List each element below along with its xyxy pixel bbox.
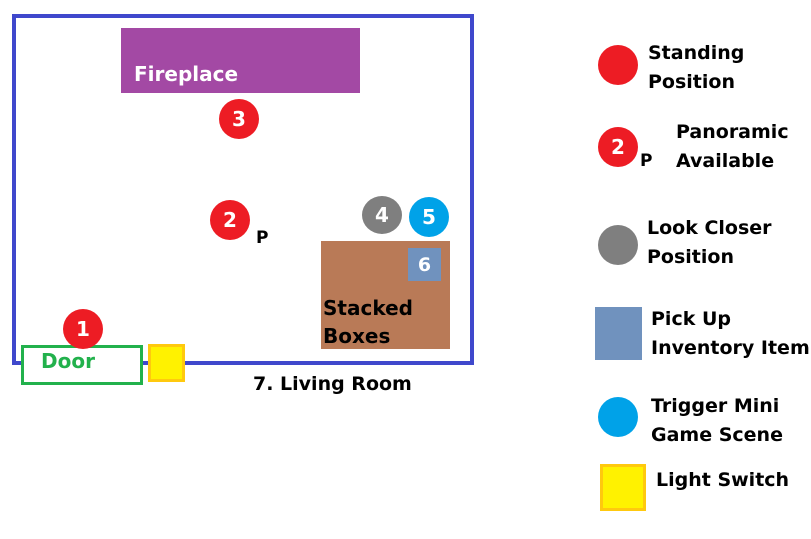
stacked-boxes-label-line1: Stacked xyxy=(323,296,413,320)
stacked-boxes-label-line2: Boxes xyxy=(323,324,391,348)
legend-panoramic-icon: 2 xyxy=(598,127,638,167)
marker-4-look-closer[interactable]: 4 xyxy=(362,196,402,234)
legend-standing-label: Standing Position xyxy=(648,39,744,97)
legend-mini-game-icon xyxy=(598,397,638,437)
legend-panoramic-number: 2 xyxy=(611,135,625,159)
legend-mini-game-label: Trigger Mini Game Scene xyxy=(651,392,783,450)
legend-look-closer-label: Look Closer Position xyxy=(647,214,772,272)
legend-pick-up-label: Pick Up Inventory Item xyxy=(651,305,810,363)
legend-light-switch-label: Light Switch xyxy=(656,469,790,491)
marker-2-panoramic-suffix: P xyxy=(256,228,269,248)
marker-3-number: 3 xyxy=(232,107,246,131)
door-label: Door xyxy=(41,349,95,373)
marker-6-number: 6 xyxy=(417,253,432,276)
fireplace xyxy=(121,28,360,93)
living-room-outline xyxy=(12,14,474,365)
legend-light-switch-icon xyxy=(600,464,646,511)
legend-look-closer-line1: Look Closer xyxy=(647,217,772,239)
marker-3-standing-position[interactable]: 3 xyxy=(219,99,259,139)
door xyxy=(21,345,143,385)
marker-2-number: 2 xyxy=(223,208,237,232)
stacked-boxes-label: Stacked Boxes xyxy=(323,294,413,350)
marker-5-mini-game[interactable]: 5 xyxy=(409,197,449,237)
light-switch[interactable] xyxy=(148,344,185,382)
legend-standing-line2: Position xyxy=(648,71,735,93)
legend-panoramic-line1: Panoramic xyxy=(676,121,789,143)
legend-standing-icon xyxy=(598,45,638,85)
marker-1-standing-position[interactable]: 1 xyxy=(63,309,103,349)
marker-2-panoramic[interactable]: 2 xyxy=(210,200,250,240)
fireplace-label: Fireplace xyxy=(134,62,239,86)
legend-pick-up-line1: Pick Up xyxy=(651,308,731,330)
marker-1-number: 1 xyxy=(76,317,90,341)
legend-look-closer-icon xyxy=(598,225,638,265)
legend-mini-game-line2: Game Scene xyxy=(651,424,783,446)
legend-panoramic-suffix: P xyxy=(640,151,653,171)
legend-pick-up-line2: Inventory Item xyxy=(651,337,810,359)
legend-panoramic-label: Panoramic Available xyxy=(676,118,789,176)
marker-6-inventory-item[interactable]: 6 xyxy=(408,248,441,281)
legend-standing-line1: Standing xyxy=(648,42,745,64)
legend-mini-game-line1: Trigger Mini xyxy=(651,395,780,417)
room-name: 7. Living Room xyxy=(253,373,412,395)
legend-look-closer-line2: Position xyxy=(647,246,734,268)
marker-5-number: 5 xyxy=(422,205,436,229)
legend-panoramic-line2: Available xyxy=(676,150,775,172)
marker-4-number: 4 xyxy=(375,203,389,227)
legend-pick-up-icon xyxy=(595,307,642,360)
